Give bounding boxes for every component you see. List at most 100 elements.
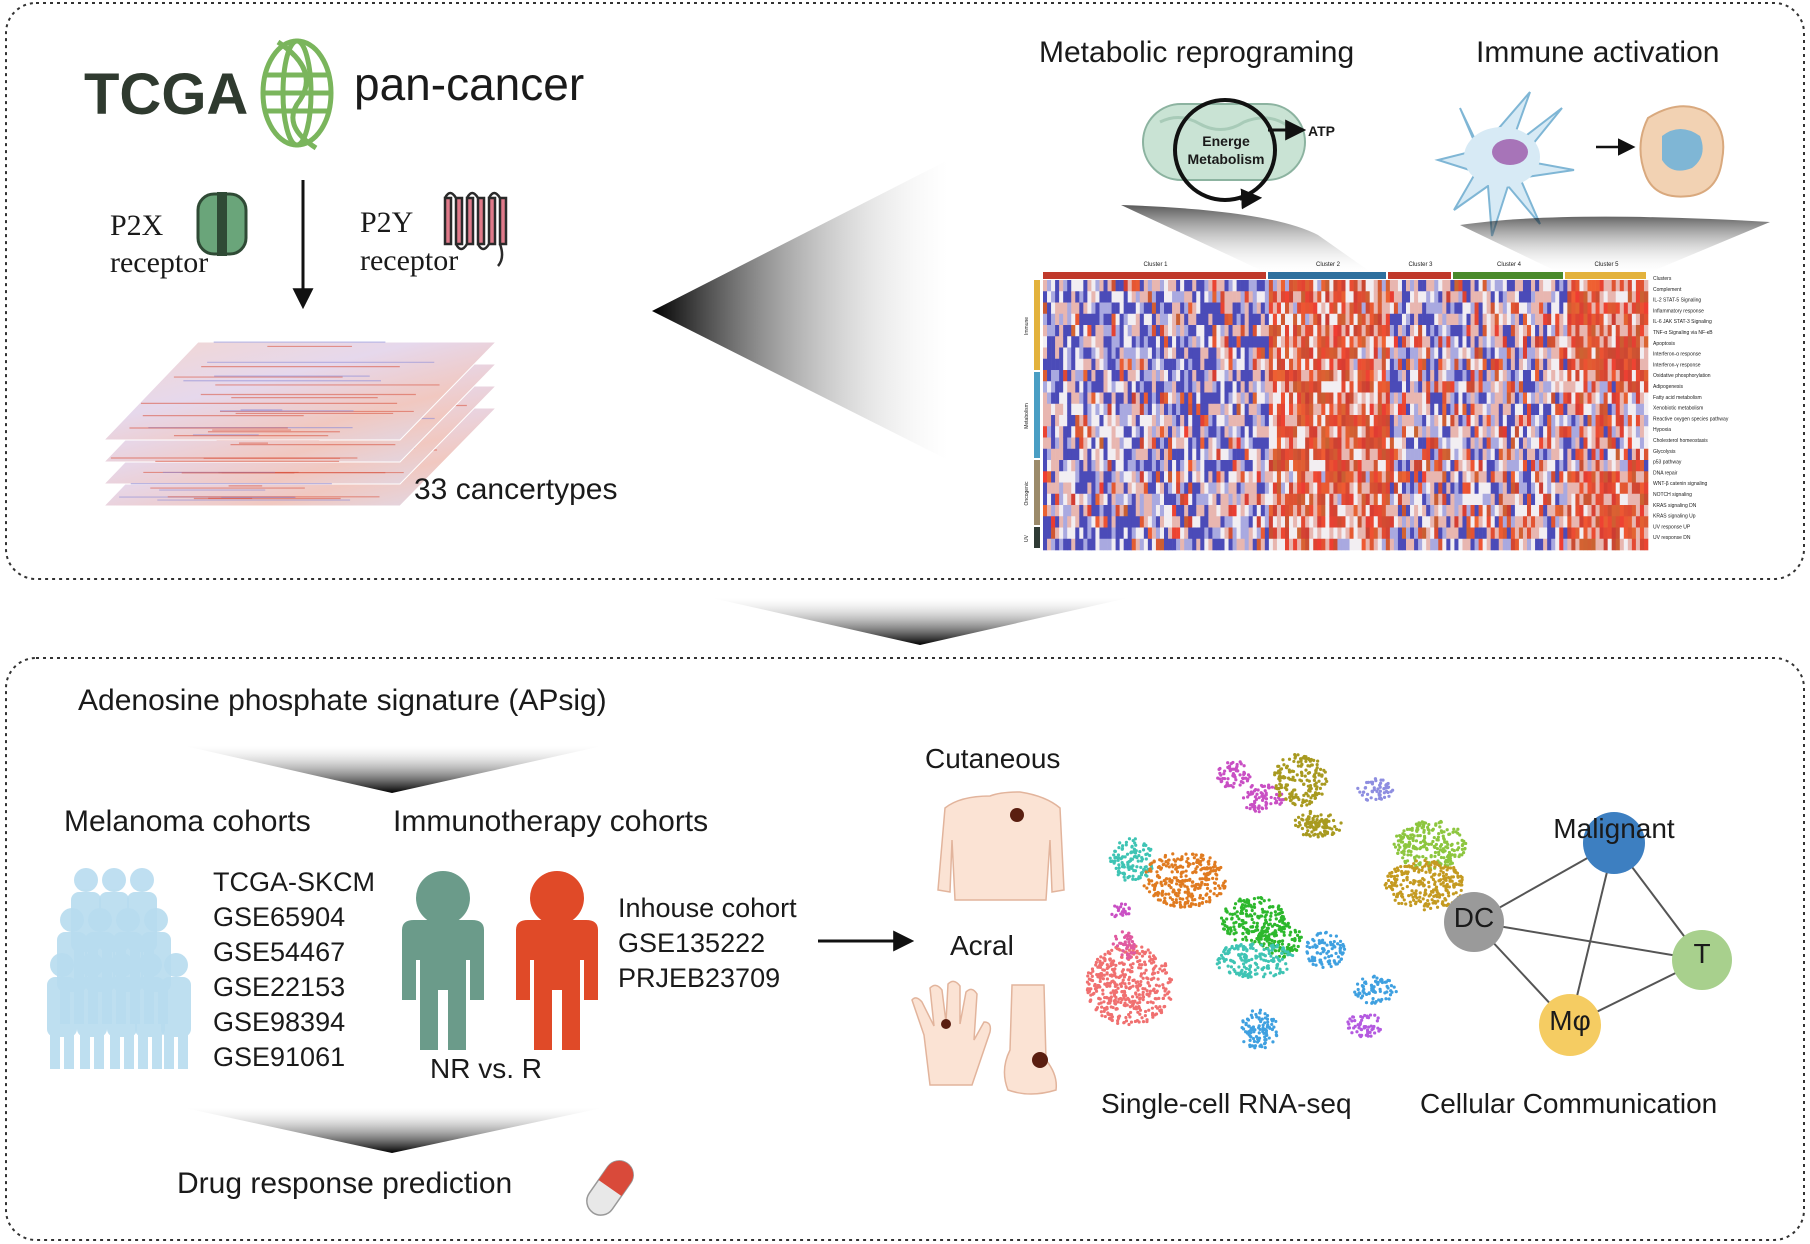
pill-icon xyxy=(586,1160,634,1216)
cutaneous-label: Cutaneous xyxy=(925,743,1060,774)
cell-cluster xyxy=(1142,852,1227,909)
person-silhouette xyxy=(161,953,191,1069)
cell-cluster xyxy=(1219,895,1286,946)
node-malignant-label: Malignant xyxy=(1553,813,1675,844)
p2x-receptor-label: receptor xyxy=(110,246,208,279)
cell-cluster xyxy=(1110,902,1131,919)
cell-cluster xyxy=(1240,1008,1279,1050)
metabolism-line1: Energe xyxy=(1202,133,1250,149)
immune-title: Immune activation xyxy=(1476,36,1719,69)
cluster2-zoom-fan xyxy=(1121,205,1372,273)
cohort-prjeb23709: PRJEB23709 xyxy=(618,963,780,993)
node-dc xyxy=(1444,892,1504,952)
node-t xyxy=(1672,930,1732,990)
p2x-receptor-icon xyxy=(196,192,248,256)
top-panel-frame xyxy=(5,2,1805,580)
heatmap-row-label: KRAS signaling DN xyxy=(1653,503,1697,509)
cell-cluster xyxy=(1273,753,1329,808)
apsig-down-fan xyxy=(185,746,602,793)
immuno-cohort-list: Inhouse cohort GSE135222 PRJEB23709 xyxy=(618,893,797,993)
heatmap-row-label: NOTCH signaling xyxy=(1653,492,1692,498)
heatmap-row-label: Hypoxia xyxy=(1653,427,1671,433)
atp-label: ATP xyxy=(1308,123,1335,139)
person-silhouette xyxy=(107,953,137,1069)
cell-cluster xyxy=(1356,777,1395,802)
cohort-inhouse: Inhouse cohort xyxy=(618,893,797,923)
heatmap-row-label: UV response DN xyxy=(1653,535,1691,541)
node-macrophage-label: Mφ xyxy=(1549,1005,1590,1036)
cluster-bar xyxy=(1043,272,1266,279)
cell-cluster xyxy=(1304,809,1329,832)
node-t-label: T xyxy=(1693,938,1710,969)
drug-response-label: Drug response prediction xyxy=(177,1167,512,1200)
hand-foot-icon xyxy=(911,980,1058,1095)
heatmap-row-label: IL-6 JAK STAT-3 Signaling xyxy=(1653,319,1712,325)
heatmap-row-label: Inflammatory response xyxy=(1653,308,1704,314)
p2y-label: P2Y xyxy=(360,206,413,239)
cluster-label: Cluster 2 xyxy=(1316,262,1341,268)
group-bar xyxy=(1034,527,1040,548)
cohort-gse135222: GSE135222 xyxy=(618,928,765,958)
cluster-label: Cluster 3 xyxy=(1408,262,1433,268)
heatmap-row-label: Cholesterol homeostasis xyxy=(1653,438,1708,444)
melanoma-cohort-list: TCGA-SKCM GSE65904 GSE54467 GSE22153 GSE… xyxy=(213,867,375,1072)
heatmap-row-label: UV response UP xyxy=(1653,524,1691,530)
non-responder-person-icon xyxy=(402,871,484,1050)
cell-cluster xyxy=(1305,930,1347,969)
cluster-label: Cluster 5 xyxy=(1594,262,1619,268)
cell-cluster xyxy=(1111,930,1136,960)
network-label: Cellular Communication xyxy=(1420,1088,1717,1119)
cohort-gse91061: GSE91061 xyxy=(213,1042,345,1072)
cohort-gse65904: GSE65904 xyxy=(213,902,345,932)
metabolism-line2: Metabolism xyxy=(1187,151,1264,167)
mitochondrion-icon xyxy=(1142,98,1307,210)
stacked-heatmap-layers xyxy=(102,341,498,507)
metabolic-title: Metabolic reprograming xyxy=(1039,36,1354,69)
group-label: Metabolism xyxy=(1024,403,1030,429)
group-bar xyxy=(1034,460,1040,525)
activated-t-cell-icon xyxy=(1639,105,1725,198)
node-malignant xyxy=(1583,812,1645,874)
heatmap-row-label: WNT-β catenin signaling xyxy=(1653,481,1708,487)
heatmap-row-label: Complement xyxy=(1653,287,1682,293)
cluster-bar xyxy=(1388,272,1451,279)
single-cell-tsne-plot xyxy=(1085,753,1468,1050)
cell-cluster xyxy=(1383,858,1464,912)
heatmap-row-label: Glycolysis xyxy=(1653,449,1676,455)
node-macrophage xyxy=(1539,994,1601,1056)
heatmap-layer xyxy=(102,341,498,441)
cohort-gse98394: GSE98394 xyxy=(213,1007,345,1037)
group-label: Oncogenic xyxy=(1024,481,1030,505)
tcga-globe-icon xyxy=(260,38,334,151)
apsig-title: Adenosine phosphate signature (APsig) xyxy=(78,684,607,717)
heatmap-row-label: Clusters xyxy=(1653,276,1672,282)
cell-cluster xyxy=(1085,944,1174,1027)
bottom-panel-frame xyxy=(5,657,1805,1241)
nr-vs-r-label: NR vs. R xyxy=(430,1053,542,1084)
heatmap-row-label: KRAS signaling Up xyxy=(1653,514,1696,520)
cell-cluster xyxy=(1108,837,1154,882)
cancer-types-label: 33 cancertypes xyxy=(414,473,617,506)
scrna-label: Single-cell RNA-seq xyxy=(1101,1088,1352,1119)
cluster-label: Cluster 1 xyxy=(1143,262,1168,268)
cluster5-zoom-fan xyxy=(1460,216,1770,273)
cluster-bar xyxy=(1268,272,1386,279)
person-silhouette xyxy=(47,953,77,1069)
torso-icon xyxy=(937,791,1065,901)
heatmap-row-label: Fatty acid metabolism xyxy=(1653,395,1702,401)
drug-down-fan xyxy=(185,1108,602,1153)
cell-cluster xyxy=(1215,942,1295,979)
cluster-bar xyxy=(1565,272,1646,279)
cohort-tcga-skcm: TCGA-SKCM xyxy=(213,867,375,897)
p2y-receptor-label: receptor xyxy=(360,244,458,277)
person-silhouette xyxy=(135,953,165,1069)
cell-cluster xyxy=(1216,760,1252,789)
heatmap-row-label: DNA repair xyxy=(1653,470,1678,476)
cohort-gse54467: GSE54467 xyxy=(213,937,345,967)
immunotherapy-title: Immunotherapy cohorts xyxy=(393,805,708,838)
panel-transition-arrow xyxy=(712,598,1128,645)
p2x-label: P2X xyxy=(110,209,164,242)
melanoma-title: Melanoma cohorts xyxy=(64,805,311,838)
heatmap-row-label: Interferon-γ response xyxy=(1653,362,1701,368)
